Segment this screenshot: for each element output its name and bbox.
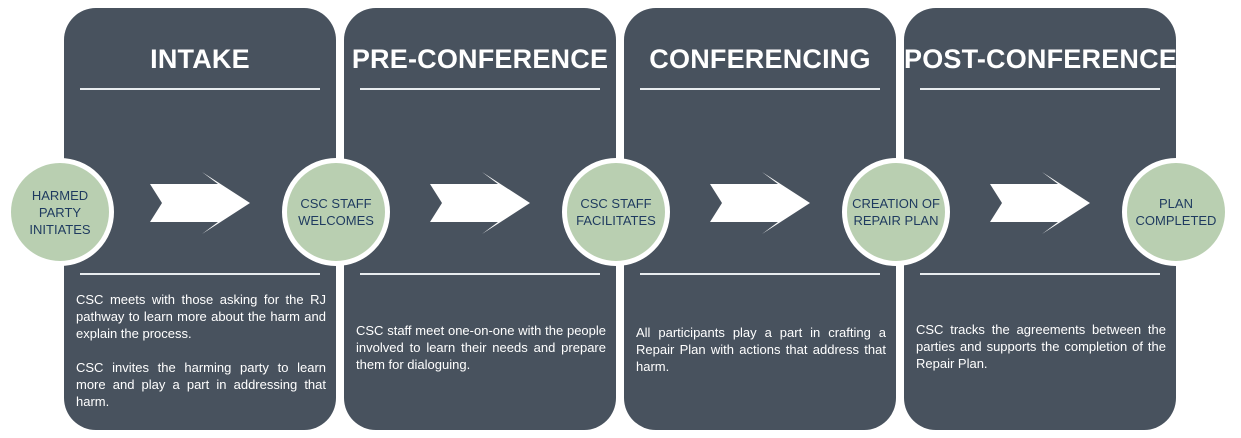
milestone-node-staff-welcomes: CSC STAFF WELCOMES [282,158,390,266]
stage-title: PRE-CONFERENCE [351,44,609,74]
milestone-node-staff-facilitates: CSC STAFF FACILITATES [562,158,670,266]
node-label: INITIATES [29,221,91,237]
description-divider [920,273,1160,275]
stage-description: All participants play a part in crafting… [636,324,886,375]
description-paragraph: CSC staff meet one-on-one with the peopl… [356,323,606,372]
description-paragraph: All participants play a part in crafting… [636,325,886,374]
right-arrow-icon [990,172,1090,234]
stage-title: POST-CONFERENCE [904,44,1178,74]
stage-description: CSC tracks the agreements between the pa… [916,321,1166,372]
node-label: CREATION OF [852,196,940,211]
right-arrow-icon [710,172,810,234]
node-label: WELCOMES [298,213,374,228]
stage-title: INTAKE [150,44,250,74]
milestone-node-plan-completed: PLAN COMPLETED [1122,158,1230,266]
title-divider [360,88,600,90]
node-label: HARMED PARTY [31,187,89,220]
description-divider [360,273,600,275]
stage-title: CONFERENCING [649,44,871,74]
title-divider [80,88,320,90]
title-divider [920,88,1160,90]
node-label: REPAIR PLAN [853,213,939,228]
node-label: CSC STAFF [580,196,652,211]
description-divider [640,273,880,275]
milestone-node-harmed-party-initiates: HARMED PARTY INITIATES [6,158,114,266]
node-label: PLAN [1159,196,1193,211]
title-divider [640,88,880,90]
milestone-node-creation-of-repair-plan: CREATION OF REPAIR PLAN [842,158,950,266]
description-paragraph: CSC tracks the agreements between the pa… [916,322,1166,371]
description-divider [80,273,320,275]
description-paragraph: CSC invites the harming party to learn m… [76,360,326,409]
node-label: CSC STAFF [300,196,372,211]
node-label: COMPLETED [1135,213,1217,228]
stage-description: CSC meets with those asking for the RJ p… [76,291,326,410]
stage-description: CSC staff meet one-on-one with the peopl… [356,322,606,373]
node-label: FACILITATES [576,213,656,228]
description-paragraph: CSC meets with those asking for the RJ p… [76,292,326,341]
right-arrow-icon [430,172,530,234]
right-arrow-icon [150,172,250,234]
